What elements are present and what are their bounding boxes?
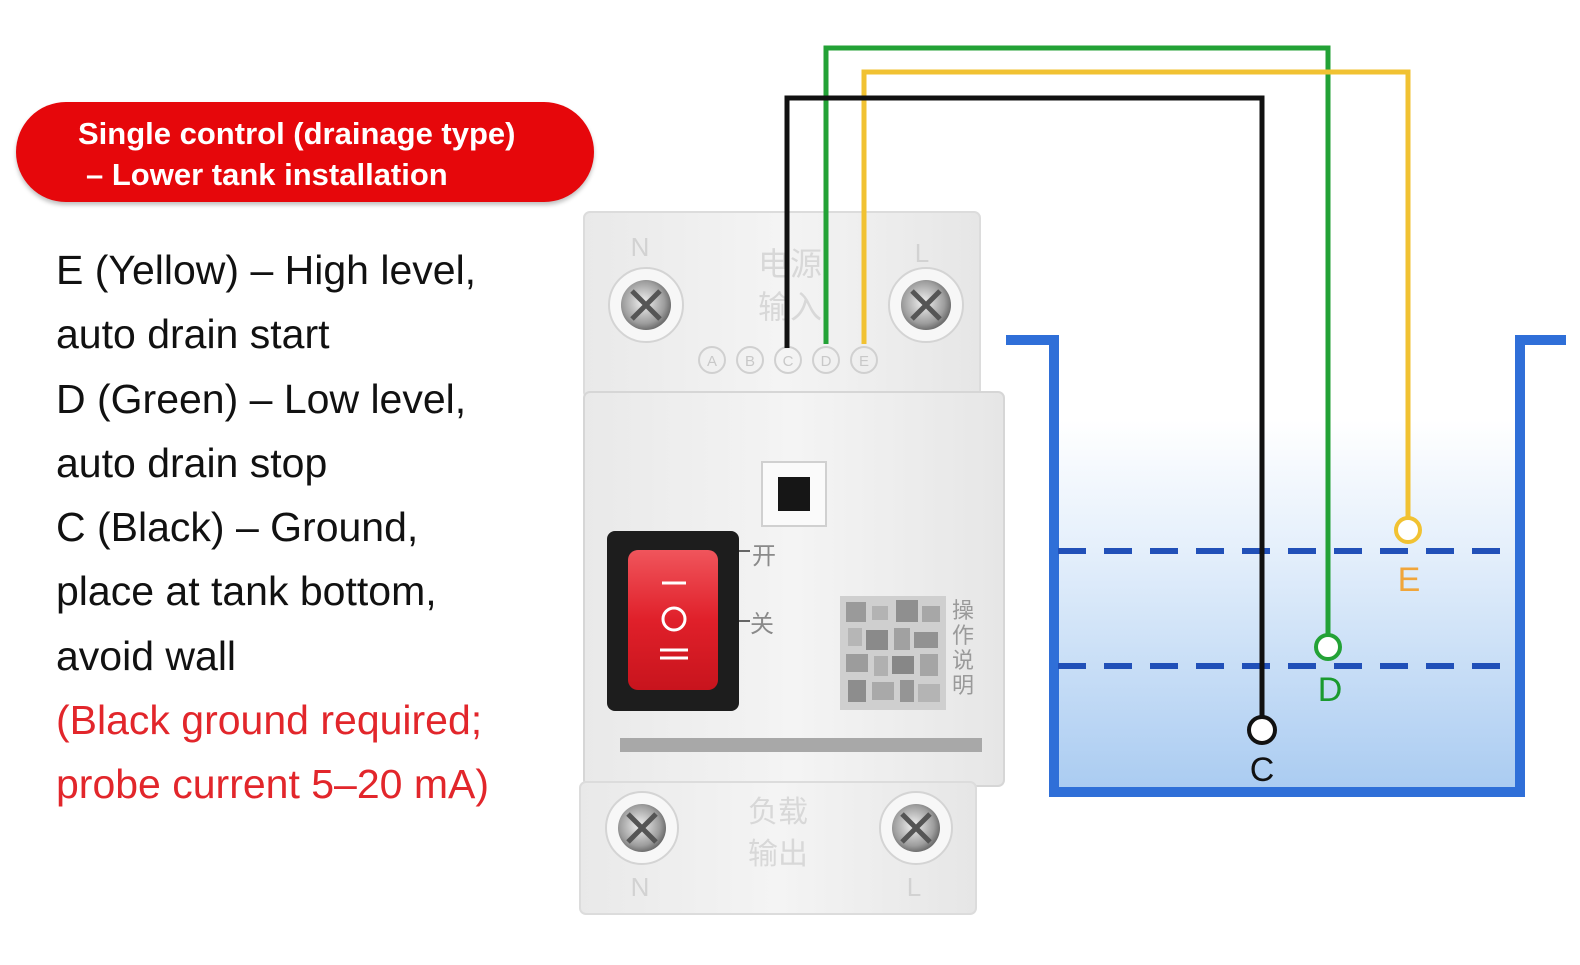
probe-d-icon	[1314, 633, 1342, 661]
load-output-label-2: 输出	[748, 837, 808, 872]
warning-note-line-2: probe current 5–20 mA)	[56, 761, 490, 808]
terminal-b: B	[736, 346, 764, 374]
terminal-e: E	[850, 346, 878, 374]
probe-c-icon	[1247, 715, 1277, 745]
probe-e-label: E	[1398, 561, 1421, 599]
power-input-label-1: 电源	[758, 245, 822, 283]
bottom-n-label: N	[631, 872, 650, 902]
screw-bottom-left-icon	[605, 791, 679, 865]
terminal-a: A	[698, 346, 726, 374]
gray-strip	[620, 738, 982, 752]
warning-note-line-1: (Black ground required;	[56, 697, 483, 744]
manual-label-1: 操	[952, 599, 974, 624]
probe-e-icon	[1394, 516, 1422, 544]
mode-title-line-1: Single control (drainage type)	[78, 116, 516, 151]
water-tank	[1006, 335, 1566, 797]
bottom-terminal-block	[579, 781, 977, 915]
level-controller-device: N L 电源 输入 A B C D E 开 关	[579, 211, 1005, 915]
wiring-instructions: E (Yellow) – High level, auto drain star…	[56, 238, 576, 817]
rocker-button[interactable]	[628, 550, 718, 690]
instruction-d-line-2: auto drain stop	[56, 439, 328, 486]
svg-text:B: B	[745, 353, 755, 370]
instruction-e-line-2: auto drain start	[56, 311, 330, 358]
bottom-l-label: L	[907, 872, 921, 902]
terminal-d: D	[812, 346, 840, 374]
manual-label-3: 说	[952, 649, 974, 674]
instruction-c-line-2: place at tank bottom,	[56, 568, 437, 615]
svg-text:A: A	[707, 353, 717, 370]
load-output-label-1: 负载	[748, 795, 808, 830]
top-l-label: L	[915, 238, 929, 268]
instruction-c-line-1: C (Black) – Ground,	[56, 504, 419, 551]
black-wire	[784, 95, 1265, 716]
svg-text:C: C	[783, 353, 794, 370]
top-n-label: N	[631, 232, 650, 262]
switch-on-label: 开	[752, 542, 776, 570]
svg-text:D: D	[821, 353, 832, 370]
instruction-e-line-1: E (Yellow) – High level,	[56, 247, 477, 293]
power-input-label-2: 输入	[758, 288, 822, 326]
probe-d-label: D	[1318, 671, 1343, 709]
mode-title-badge: Single control (drainage type) – Lower t…	[16, 102, 594, 202]
mode-title-line-2: – Lower tank installation	[86, 157, 448, 192]
screw-top-left-icon	[608, 267, 684, 343]
qr-code-icon	[840, 596, 946, 710]
instruction-d-line-1: D (Green) – Low level,	[56, 375, 467, 422]
instruction-c-line-3: avoid wall	[56, 632, 237, 679]
rocker-off-circle-icon	[661, 606, 687, 632]
green-wire	[823, 45, 1331, 634]
probe-c-label: C	[1250, 751, 1275, 789]
screw-bottom-right-icon	[879, 791, 953, 865]
switch-off-label: 关	[750, 610, 774, 638]
tank-wall	[1006, 335, 1566, 797]
water	[1054, 420, 1520, 794]
manual-label-2: 作	[952, 624, 974, 649]
manual-label-4: 明	[952, 674, 974, 699]
rocker-switch[interactable]	[607, 531, 739, 711]
yellow-wire	[861, 69, 1411, 518]
svg-text:E: E	[859, 353, 869, 370]
screw-top-right-icon	[888, 267, 964, 343]
indicator-led	[778, 477, 810, 511]
